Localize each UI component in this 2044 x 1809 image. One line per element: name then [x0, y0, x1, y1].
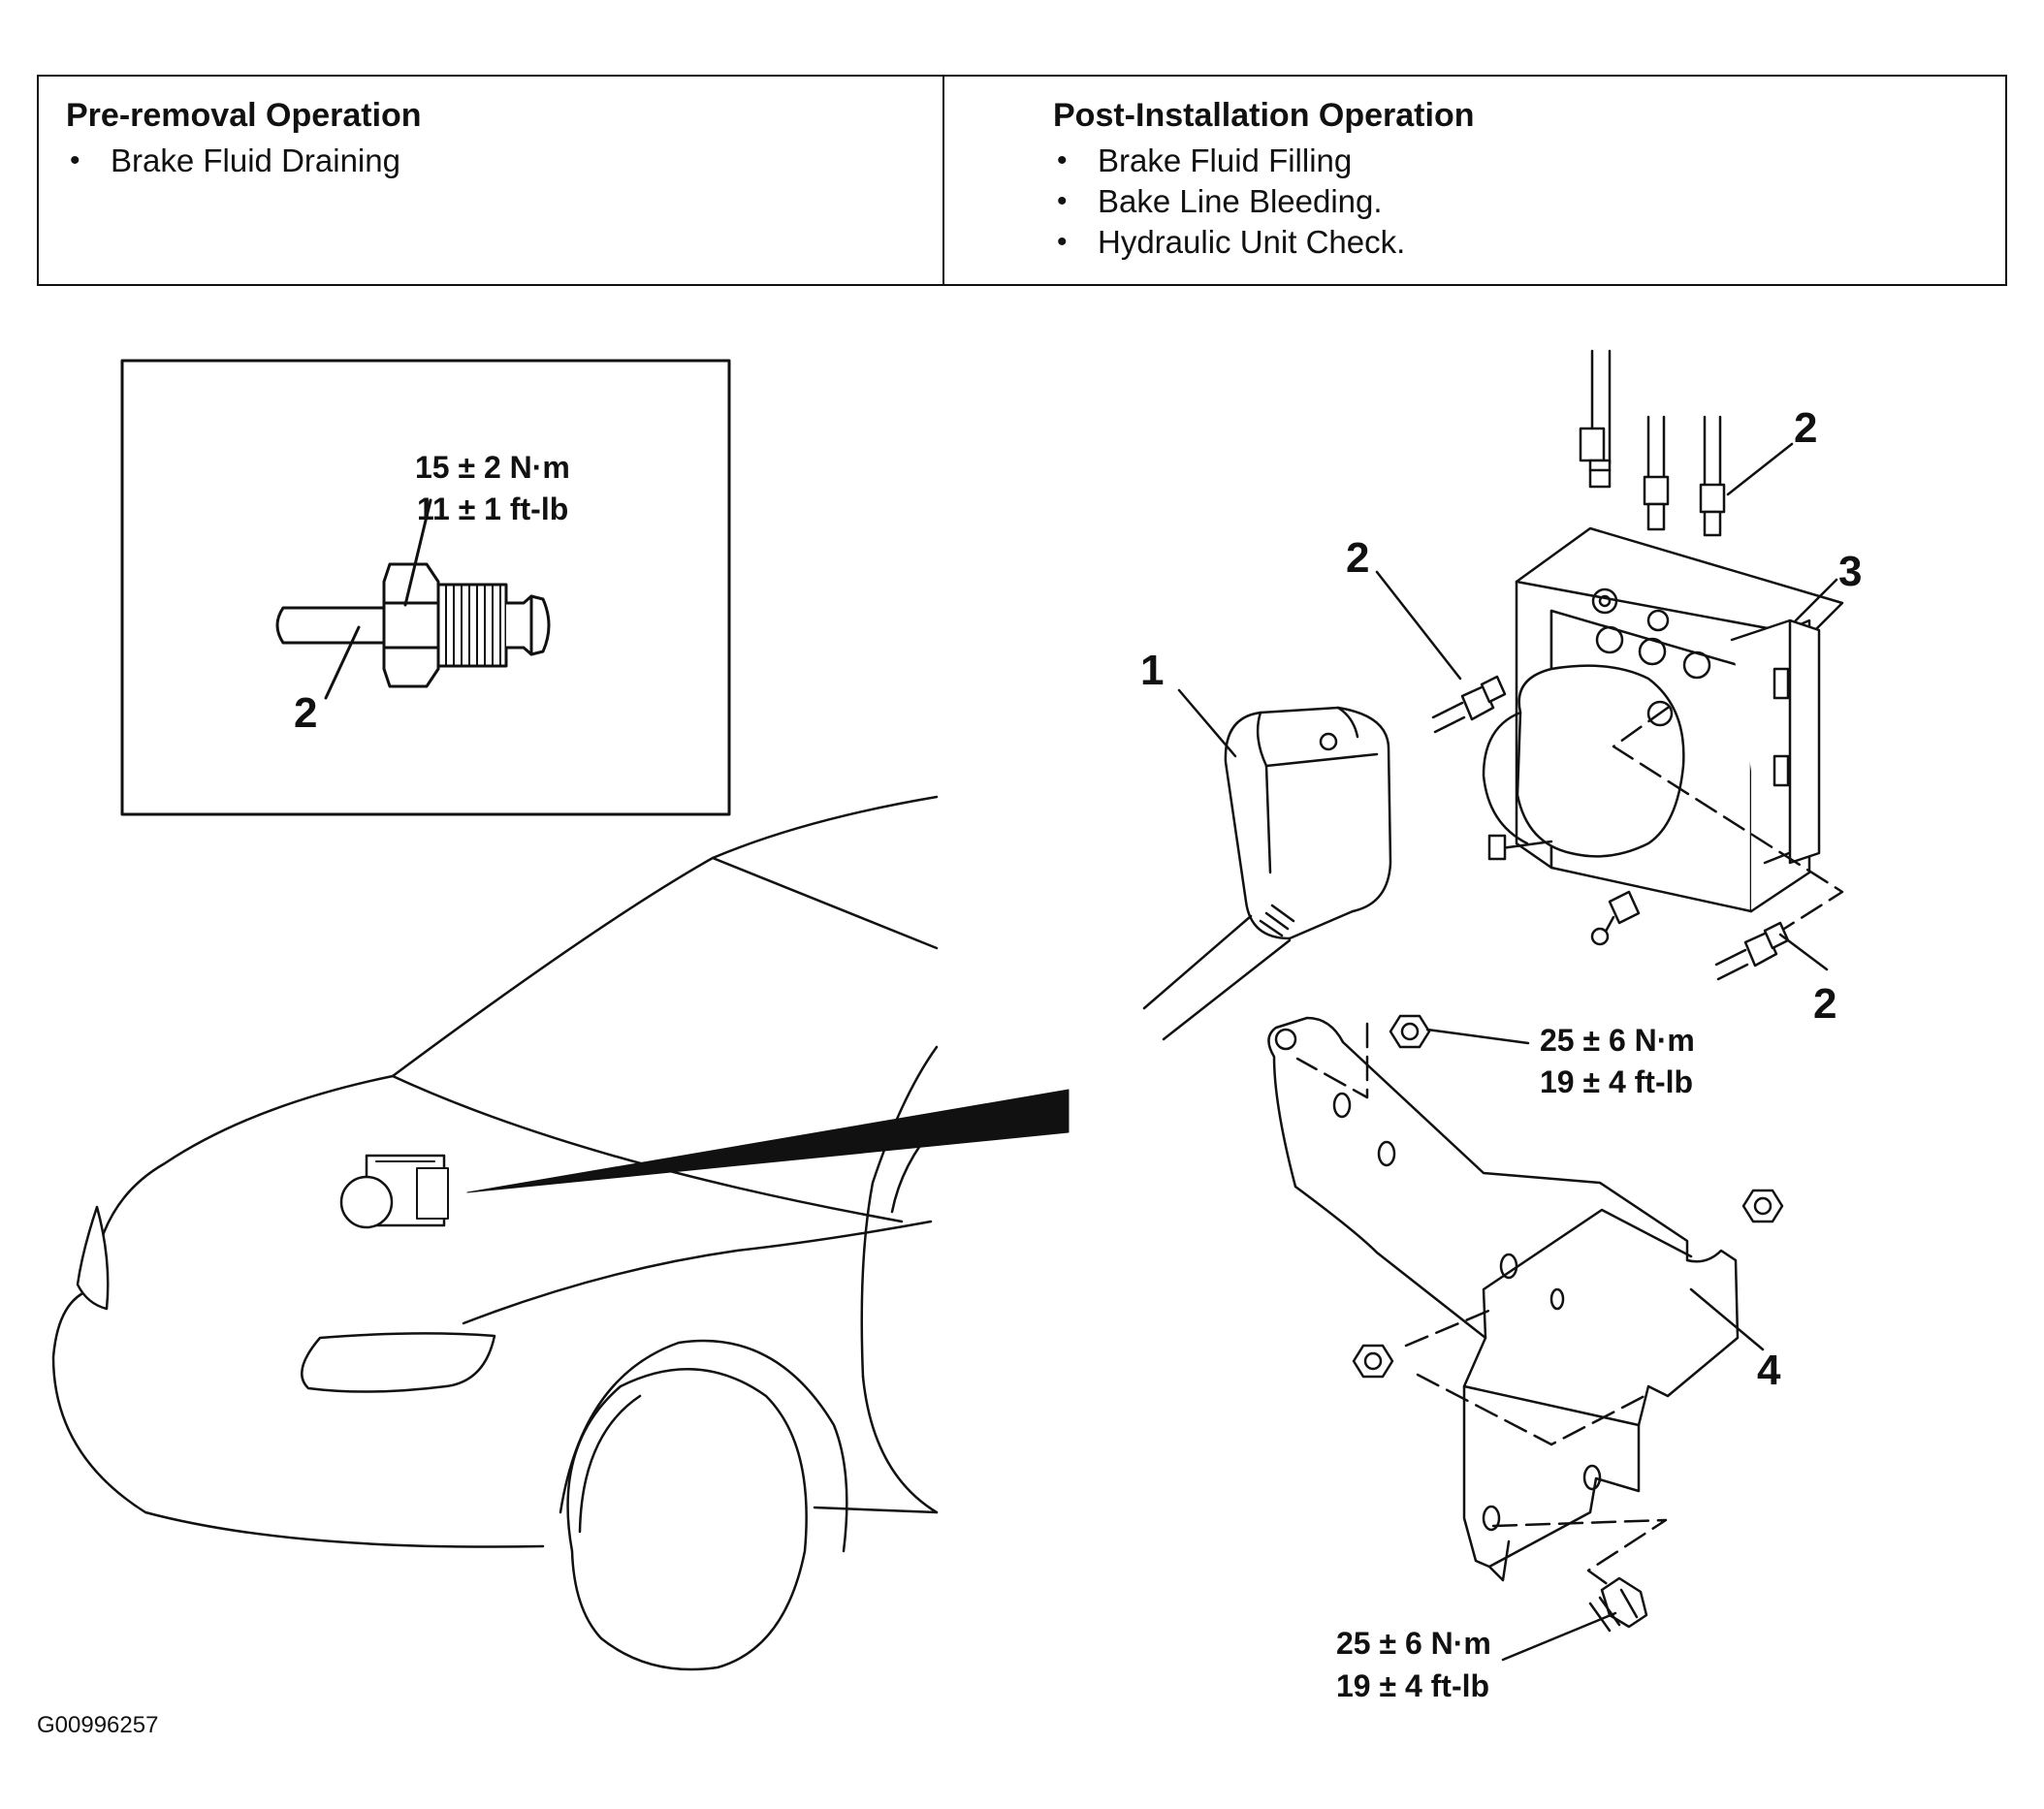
bracket-bolt	[1588, 1576, 1648, 1633]
wiring-connector-drawing	[1142, 706, 1392, 1041]
bracket-nut-right	[1741, 1189, 1784, 1223]
bracket-nut-top	[1389, 1014, 1431, 1049]
inset-detail: 15 ± 2 N·m 11 ± 1 ft-lb 2	[120, 359, 731, 816]
callout-2-left: 2	[1346, 534, 1369, 582]
bracket-bolt-torque-ftlb: 19 ± 4 ft-lb	[1336, 1668, 1489, 1703]
figure-id: G00996257	[37, 1712, 159, 1738]
post-installation-item: Brake Fluid Filling	[1053, 141, 2005, 181]
abs-location-marker	[339, 1089, 1070, 1229]
pre-removal-list: Brake Fluid Draining	[66, 141, 942, 181]
post-installation-item: Hydraulic Unit Check.	[1053, 222, 2005, 263]
bracket-nut-torque-nm: 25 ± 6 N·m	[1540, 1023, 1695, 1058]
operations-table: Pre-removal Operation Brake Fluid Draini…	[37, 75, 2007, 286]
tube-nut-right	[1714, 921, 1790, 981]
post-installation-item: Bake Line Bleeding.	[1053, 181, 2005, 222]
callout-4: 4	[1757, 1347, 1781, 1394]
post-installation-column: Post-Installation Operation Brake Fluid …	[944, 77, 2005, 284]
pre-removal-column: Pre-removal Operation Brake Fluid Draini…	[39, 77, 944, 284]
pre-removal-item: Brake Fluid Draining	[66, 141, 942, 181]
brake-tubes	[1579, 349, 1726, 537]
assembly-lines	[1295, 706, 1844, 1602]
callout-3: 3	[1838, 548, 1862, 595]
exploded-view: 1 2 2 3 2 4 25 ± 6 N·m 19 ± 4 ft-lb 25 ±…	[1140, 349, 1862, 1703]
pre-removal-title: Pre-removal Operation	[66, 97, 422, 134]
callout-1: 1	[1140, 647, 1164, 694]
post-installation-list: Brake Fluid Filling Bake Line Bleeding. …	[1053, 141, 2005, 263]
bleeder-screw-drawing	[275, 562, 551, 688]
post-installation-title: Post-Installation Operation	[1053, 97, 1475, 134]
bracket-nut-torque-ftlb: 19 ± 4 ft-lb	[1540, 1064, 1693, 1099]
car-outline-drawing	[51, 795, 939, 1671]
callout-2-right: 2	[1813, 980, 1836, 1028]
inset-torque-leader	[403, 498, 432, 607]
bracket-drawing	[1267, 1016, 1740, 1582]
callout-leaders	[1177, 442, 1838, 1662]
hydraulic-unit-drawing	[1482, 526, 1844, 946]
inset-callout-leader	[324, 625, 361, 700]
bracket-nut-left	[1352, 1344, 1394, 1379]
inset-callout-2: 2	[294, 689, 317, 737]
tube-nut-left	[1431, 675, 1507, 734]
inset-torque-ftlb: 11 ± 1 ft-lb	[417, 492, 568, 526]
bracket-bolt-torque-nm: 25 ± 6 N·m	[1336, 1626, 1491, 1661]
inset-torque-nm: 15 ± 2 N·m	[415, 450, 570, 485]
callout-2-top: 2	[1794, 404, 1817, 452]
